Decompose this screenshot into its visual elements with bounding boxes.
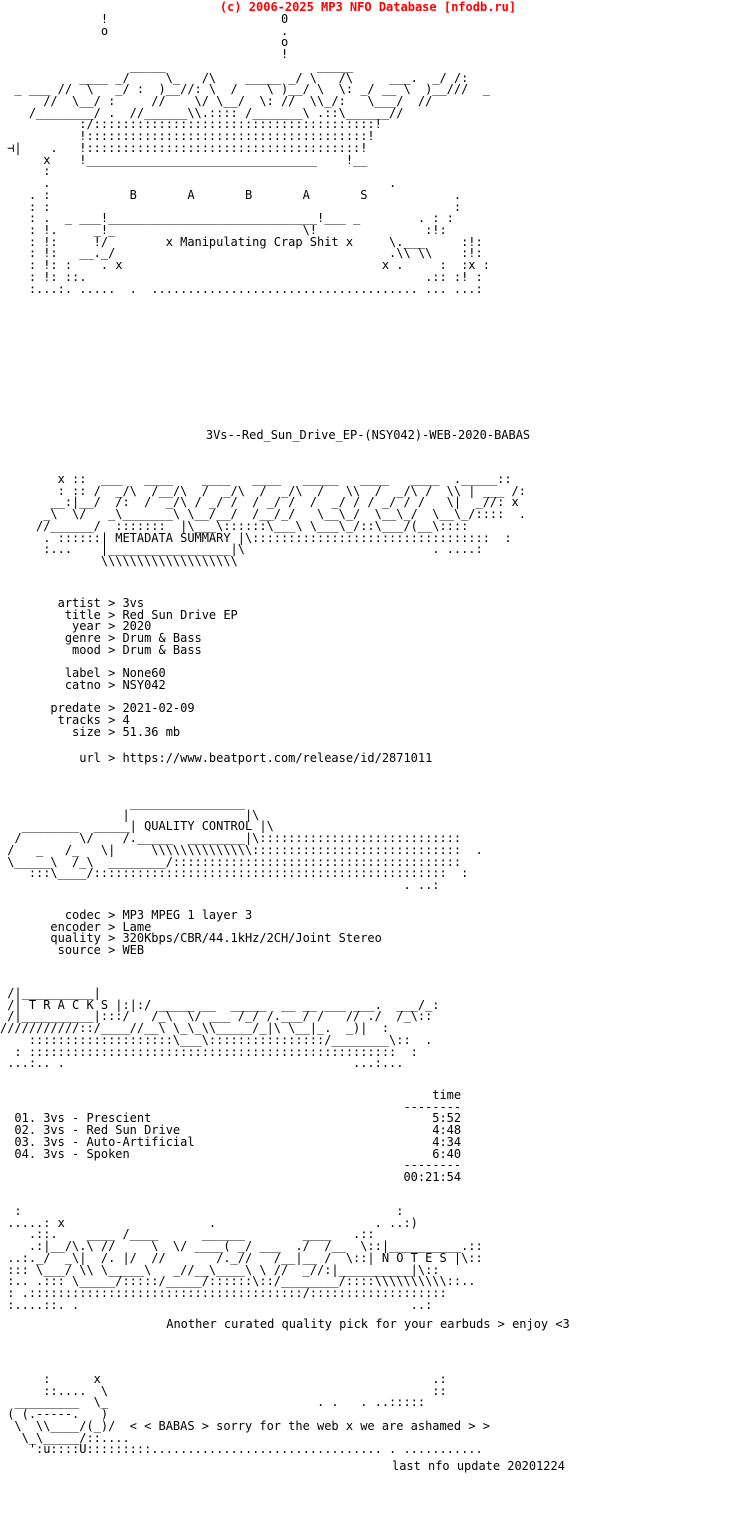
metadata-fields-block: artist > 3vs title > Red Sun Drive EP ye…	[50, 596, 238, 739]
metadata-url-line[interactable]: url > https://www.beatport.com/release/i…	[0, 751, 433, 765]
ascii-art-tracks-banner: /|__________| /| T R A C K S |:|:/ _____…	[0, 986, 440, 1071]
quality-fields-block: codec > MP3 MPEG 1 layer 3 encoder > Lam…	[50, 908, 382, 958]
ascii-art-footer-greet: : x .: ::.... \ :: _________ \_ . . . ..…	[7, 1372, 490, 1457]
notes-text-line: Another curated quality pick for your ea…	[166, 1317, 570, 1331]
tracklist-block: time -------- 01. 3vs - Prescient 5:52 0…	[14, 1088, 462, 1185]
nfodb-copyright-header: (c) 2006-2025 MP3 NFO Database [nfodb.ru…	[219, 0, 517, 14]
ascii-art-metadata-summary-banner: x :: ___ ____ ____ ____ _____ ____ ____ …	[36, 472, 526, 569]
ascii-art-quality-control-banner: ________________ | |\ ________ _____| QU…	[7, 796, 483, 893]
last-nfo-update-line: last nfo update 20201224	[392, 1459, 565, 1473]
release-name-line: 3Vs--Red_Sun_Drive_EP-(NSY042)-WEB-2020-…	[205, 428, 531, 442]
ascii-art-group-logo: ! 0 o . o ! _____ _____	[7, 12, 490, 296]
ascii-art-notes-banner: : : .....: x . . ..:) .::. ____ /____ __…	[7, 1204, 483, 1312]
